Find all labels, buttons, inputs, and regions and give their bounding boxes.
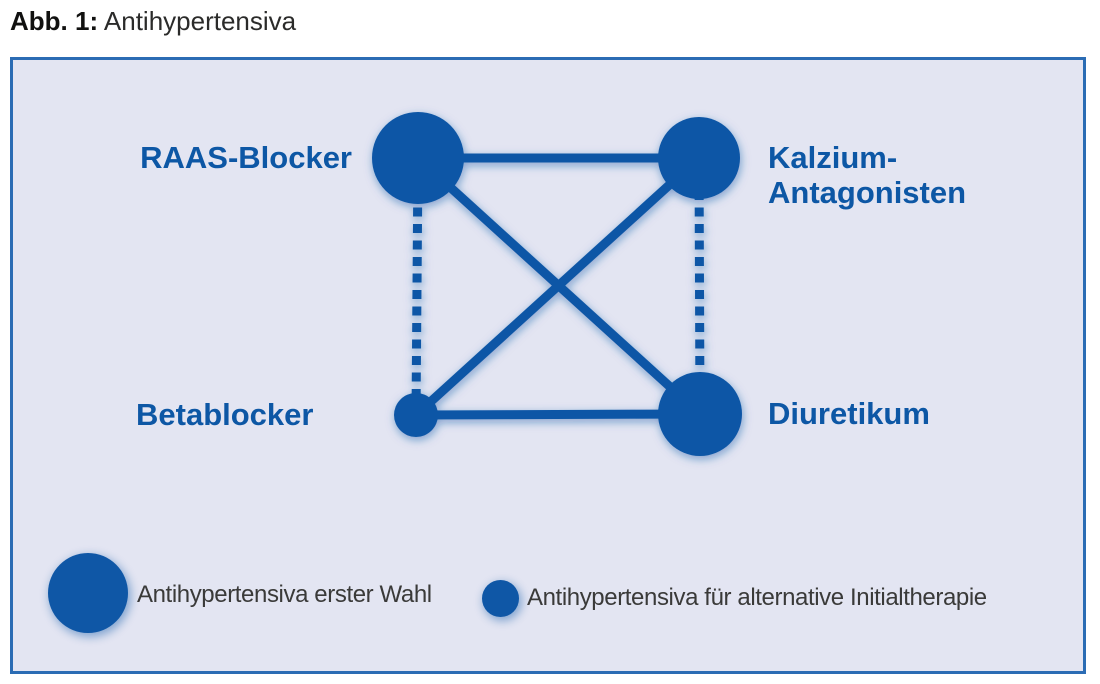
legend-symbol-first-choice-circle — [48, 553, 128, 633]
legend-symbol-alternative-circle — [482, 580, 519, 617]
node-label-betablocker: Betablocker — [136, 397, 314, 432]
figure-title: Antihypertensiva — [103, 6, 297, 36]
node-label-diuretikum: Diuretikum — [768, 396, 930, 431]
node-label-kalzium-antagonisten: Kalzium- Antagonisten — [768, 140, 966, 210]
figure-caption: Abb. 1: Antihypertensiva — [10, 5, 296, 37]
node-label-raas-blocker: RAAS-Blocker — [140, 140, 352, 175]
figure-number: Abb. 1: — [10, 6, 99, 36]
node-label-kalzium-line2: Antagonisten — [768, 175, 967, 210]
legend-item-label: Antihypertensiva erster Wahl — [137, 581, 432, 608]
node-label-kalzium-line1: Kalzium- — [768, 140, 898, 175]
legend-item-label: Antihypertensiva für alternative Initial… — [527, 584, 987, 611]
